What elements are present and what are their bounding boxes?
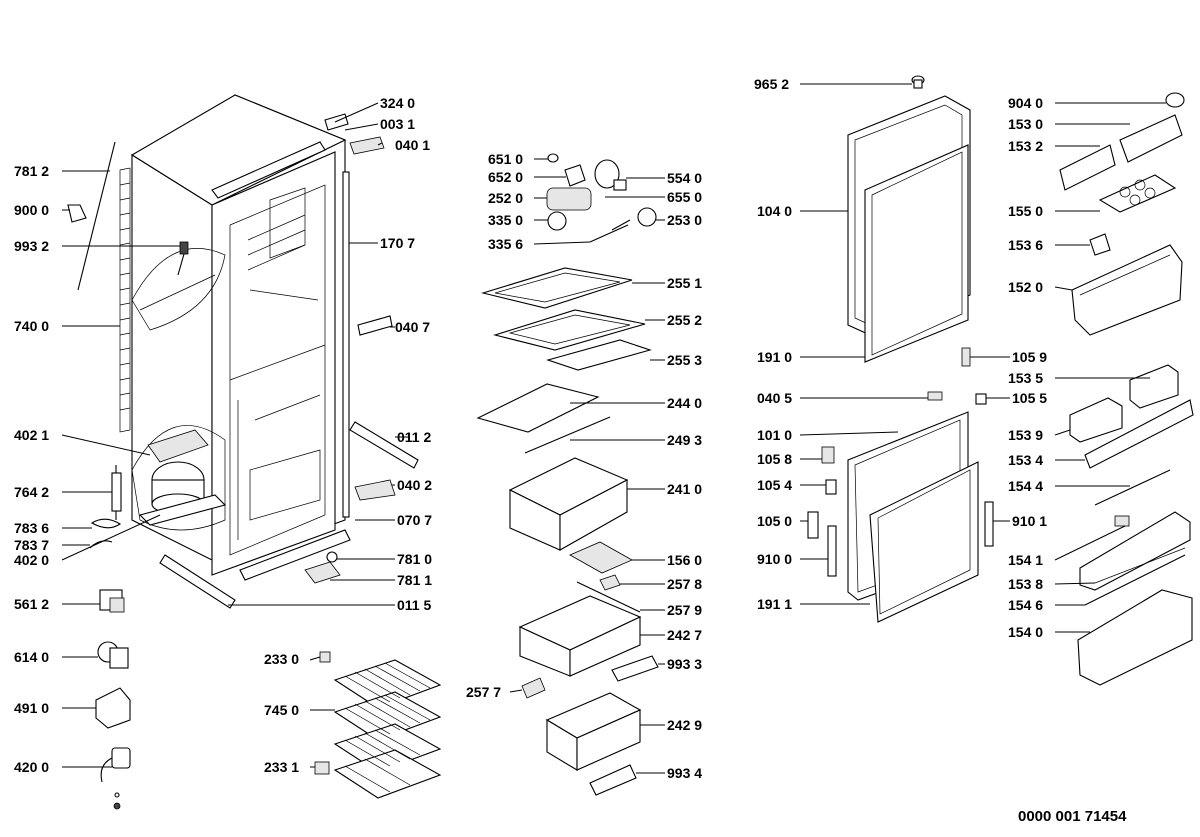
callout-label: 153 0 [1008, 116, 1043, 132]
callout-label: 011 5 [397, 597, 431, 613]
callout-label: 257 7 [466, 684, 501, 700]
callout-label: 783 6 [14, 520, 49, 536]
callout-label: 781 0 [397, 551, 432, 567]
callout-label: 253 0 [667, 212, 702, 228]
callout-label: 249 3 [667, 432, 702, 448]
callout-label: 170 7 [380, 235, 415, 251]
callout-label: 993 4 [667, 765, 702, 781]
callout-label: 153 8 [1008, 576, 1043, 592]
callout-label: 105 0 [757, 513, 792, 529]
callout-label: 651 0 [488, 151, 523, 167]
callout-label: 105 8 [757, 451, 792, 467]
door-bins-illustration [1059, 92, 1194, 686]
callout-label: 255 3 [667, 352, 702, 368]
doors-illustration [807, 75, 994, 623]
callout-label: 152 0 [1008, 279, 1043, 295]
callout-label: 740 0 [14, 318, 49, 334]
callout-label: 745 0 [264, 702, 299, 718]
callout-label: 154 4 [1008, 478, 1043, 494]
callout-label: 155 0 [1008, 203, 1043, 219]
callout-label: 233 0 [264, 651, 299, 667]
callout-label: 993 3 [667, 656, 702, 672]
callout-label: 070 7 [397, 512, 432, 528]
callout-label: 156 0 [667, 552, 702, 568]
callout-label: 242 9 [667, 717, 702, 733]
callout-label: 910 1 [1012, 513, 1047, 529]
callout-label: 561 2 [14, 596, 49, 612]
callout-label: 040 1 [395, 137, 430, 153]
callout-label: 191 1 [757, 596, 792, 612]
callout-label: 011 2 [397, 429, 431, 445]
callout-label: 153 5 [1008, 370, 1043, 386]
cabinet-illustration [67, 94, 419, 810]
callout-label: 040 5 [757, 390, 792, 406]
callout-label: 101 0 [757, 427, 792, 443]
leader-lines [61, 83, 1166, 774]
callout-label: 255 1 [667, 275, 702, 291]
callout-label: 910 0 [757, 551, 792, 567]
callout-label: 993 2 [14, 238, 49, 254]
callout-label: 900 0 [14, 202, 49, 218]
callout-label: 335 0 [488, 212, 523, 228]
callout-label: 040 7 [395, 319, 430, 335]
callout-label: 904 0 [1008, 95, 1043, 111]
callout-label: 040 2 [397, 477, 432, 493]
callout-label: 105 9 [1012, 349, 1047, 365]
document-number: 0000 001 71454 [1018, 808, 1127, 825]
callout-label: 241 0 [667, 481, 702, 497]
callout-label: 655 0 [667, 189, 702, 205]
callout-label: 781 2 [14, 163, 49, 179]
callout-label: 554 0 [667, 170, 702, 186]
callout-label: 324 0 [380, 95, 415, 111]
callout-label: 335 6 [488, 236, 523, 252]
callout-label: 154 1 [1008, 552, 1043, 568]
callout-label: 764 2 [14, 484, 49, 500]
callout-label: 153 6 [1008, 237, 1043, 253]
callout-label: 105 5 [1012, 390, 1047, 406]
callout-label: 402 0 [14, 552, 49, 568]
callout-label: 652 0 [488, 169, 523, 185]
callout-label: 153 9 [1008, 427, 1043, 443]
callout-label: 191 0 [757, 349, 792, 365]
callout-label: 242 7 [667, 627, 702, 643]
callout-label: 783 7 [14, 537, 49, 553]
wire-shelves-illustration [314, 651, 442, 799]
callout-label: 233 1 [264, 759, 299, 775]
callout-label: 252 0 [488, 190, 523, 206]
callout-label: 153 4 [1008, 452, 1043, 468]
callout-label: 154 6 [1008, 597, 1043, 613]
callout-label: 104 0 [757, 203, 792, 219]
callout-label: 244 0 [667, 395, 702, 411]
callout-label: 257 8 [667, 576, 702, 592]
callout-label: 257 9 [667, 602, 702, 618]
callout-label: 965 2 [754, 76, 789, 92]
center-parts-illustration [476, 153, 659, 796]
callout-label: 153 2 [1008, 138, 1043, 154]
callout-label: 781 1 [397, 572, 432, 588]
callout-label: 614 0 [14, 649, 49, 665]
callout-label: 105 4 [757, 477, 792, 493]
callout-label: 003 1 [380, 116, 415, 132]
callout-label: 402 1 [14, 427, 49, 443]
callout-labels: 965 2 324 0 003 1 040 1 781 2 900 0 993 … [14, 76, 1047, 781]
callout-label: 491 0 [14, 700, 49, 716]
callout-label: 154 0 [1008, 624, 1043, 640]
callout-label: 255 2 [667, 312, 702, 328]
callout-label: 420 0 [14, 759, 49, 775]
